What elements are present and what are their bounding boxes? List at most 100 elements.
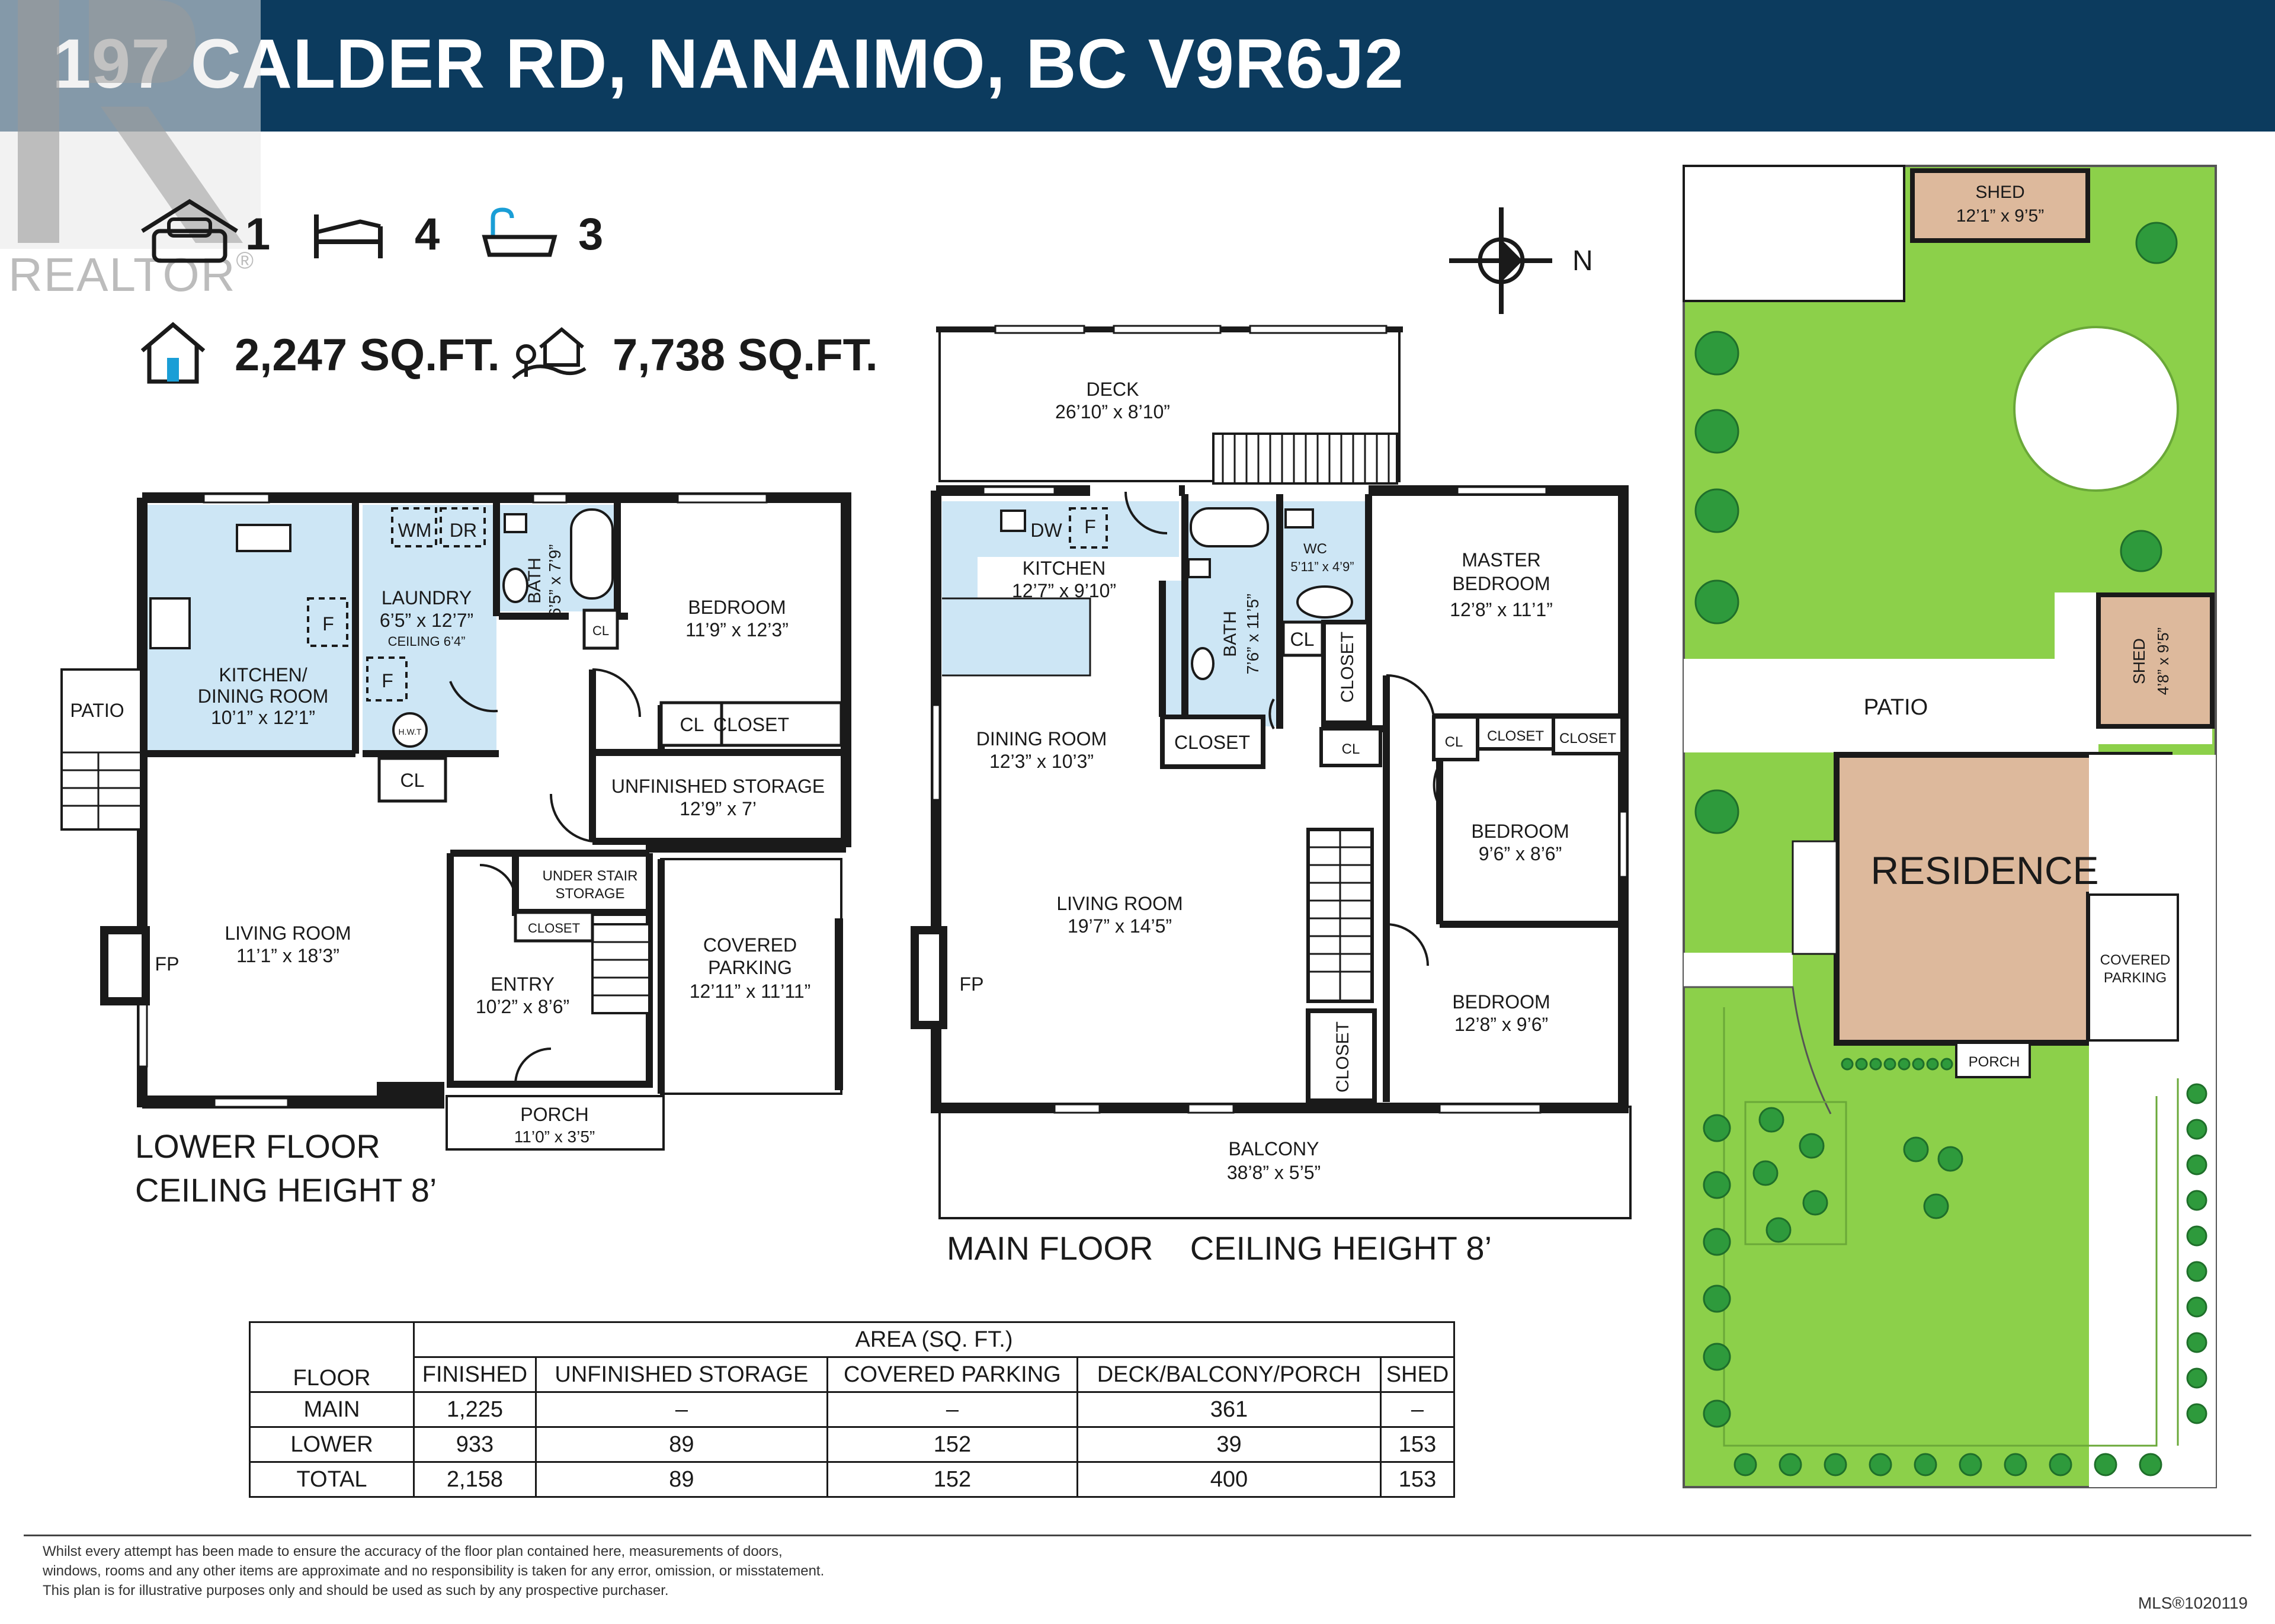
lot-icon bbox=[512, 327, 587, 380]
site-shed2-label: SHED bbox=[2130, 638, 2148, 684]
lower-freezer-label: F bbox=[382, 670, 393, 691]
lower-washer-label: WM bbox=[398, 520, 432, 541]
table-cell: LOWER bbox=[249, 1426, 415, 1463]
area-table-col-header: COVERED PARKING bbox=[826, 1356, 1078, 1393]
site-porch-label: PORCH bbox=[1969, 1054, 2020, 1070]
parking-count: 1 bbox=[245, 209, 271, 260]
bed-icon bbox=[314, 214, 383, 258]
lower-covered-label-2: PARKING bbox=[708, 957, 792, 978]
main-bath-dims: 7’6” x 11’5” bbox=[1244, 594, 1262, 674]
lower-living-label: LIVING ROOM bbox=[225, 922, 351, 944]
main-bedroom2-label: BEDROOM bbox=[1471, 821, 1569, 842]
main-dining-dims: 12’3” x 10’3” bbox=[989, 751, 1094, 772]
site-patio-label: PATIO bbox=[1864, 695, 1928, 720]
table-cell: 89 bbox=[534, 1426, 828, 1463]
main-living-label: LIVING ROOM bbox=[1056, 893, 1183, 914]
area-table-col-header: SHED bbox=[1380, 1356, 1455, 1393]
lower-laundry-label: LAUNDRY bbox=[382, 587, 472, 608]
table-row: MAIN 1,225 – – 361 – bbox=[249, 1391, 1455, 1428]
main-deck-dims: 26’10” x 8’10” bbox=[1055, 401, 1170, 422]
lower-patio-label: PATIO bbox=[70, 700, 124, 721]
lower-porch-dims: 11’0” x 3’5” bbox=[514, 1127, 595, 1146]
area-table-col-header: UNFINISHED STORAGE bbox=[534, 1356, 828, 1393]
lower-kitchen-dims: 10’1” x 12’1” bbox=[211, 707, 315, 728]
lower-fp-label: FP bbox=[155, 953, 180, 975]
lower-kitchen-label: KITCHEN/ bbox=[219, 664, 307, 686]
disclaimer-line: windows, rooms and any other items are a… bbox=[43, 1563, 825, 1579]
lower-bath-dims: 6’5” x 7’9” bbox=[546, 544, 564, 617]
table-cell: 89 bbox=[534, 1461, 828, 1498]
table-cell: 153 bbox=[1380, 1461, 1455, 1498]
main-bath-label: BATH bbox=[1220, 611, 1240, 657]
main-floor-plan: DECK 26’10” x 8’10” KITCHEN 12’7” x 9’10… bbox=[911, 325, 1632, 1219]
main-cl-label: CL bbox=[1290, 629, 1315, 650]
main-master-label-2: BEDROOM bbox=[1452, 573, 1550, 594]
table-cell: 39 bbox=[1076, 1426, 1382, 1463]
area-table-group-header: AREA (SQ. FT.) bbox=[413, 1321, 1455, 1358]
table-cell: TOTAL bbox=[249, 1461, 415, 1498]
lower-entry-dims: 10’2” x 8’6” bbox=[476, 996, 569, 1017]
realtor-logo bbox=[0, 0, 261, 249]
table-cell: 152 bbox=[826, 1461, 1078, 1498]
compass-north-label: N bbox=[1572, 245, 1593, 277]
lower-hwt-label: H.W.T bbox=[399, 727, 422, 736]
lower-covered-dims: 12’11” x 11’11” bbox=[690, 981, 811, 1002]
lower-dryer-label: DR bbox=[450, 520, 477, 541]
area-table-floor-header: FLOOR bbox=[249, 1321, 415, 1393]
header-bar bbox=[0, 0, 2275, 132]
house-icon bbox=[140, 322, 206, 384]
table-cell: 2,158 bbox=[413, 1461, 537, 1498]
site-covered-label: COVERED bbox=[2100, 952, 2171, 968]
table-cell: – bbox=[826, 1391, 1078, 1428]
main-balcony-dims: 38’8” x 5’5” bbox=[1227, 1162, 1321, 1183]
lower-laundry-ceiling: CEILING 6’4” bbox=[388, 634, 466, 649]
table-cell: 361 bbox=[1076, 1391, 1382, 1428]
main-closet-label-2: CLOSET bbox=[1487, 728, 1544, 744]
lower-bath-label: BATH bbox=[525, 558, 544, 604]
table-cell: 933 bbox=[413, 1426, 537, 1463]
lower-bedroom-dims: 11’9” x 12’3” bbox=[685, 619, 789, 640]
disclaimer-line: This plan is for illustrative purposes o… bbox=[43, 1583, 669, 1599]
main-fridge-label: F bbox=[1084, 516, 1096, 537]
area-table-col-header: DECK/BALCONY/PORCH bbox=[1076, 1356, 1382, 1393]
site-plan: SHED 12’1” x 9’5” PATIO RESIDENCE COVERE… bbox=[1683, 165, 2217, 1488]
lower-living-dims: 11’1” x 18’3” bbox=[236, 945, 339, 966]
lower-entry-label: ENTRY bbox=[491, 973, 555, 995]
main-closet-label: CLOSET bbox=[1174, 732, 1250, 753]
main-cl-label-2: CL bbox=[1342, 741, 1360, 757]
bedroom-count: 4 bbox=[415, 209, 440, 260]
lower-closet-label-2: CLOSET bbox=[528, 921, 580, 936]
table-cell: – bbox=[534, 1391, 828, 1428]
main-cl-label-3: CL bbox=[1445, 734, 1463, 750]
lower-porch-label: PORCH bbox=[520, 1104, 589, 1125]
area-table-col-header: FINISHED bbox=[413, 1356, 537, 1393]
main-dining-label: DINING ROOM bbox=[976, 728, 1107, 749]
main-fp-label: FP bbox=[960, 973, 984, 995]
main-bedroom2-dims: 9’6” x 8’6” bbox=[1479, 843, 1562, 864]
table-cell: 1,225 bbox=[413, 1391, 537, 1428]
bathroom-count: 3 bbox=[578, 209, 604, 260]
realtor-wordmark: REALTOR® bbox=[8, 248, 255, 301]
main-closet-label-4: CLOSET bbox=[1338, 632, 1357, 703]
main-dishwasher-label: DW bbox=[1030, 520, 1062, 541]
compass-icon: N bbox=[1449, 207, 1593, 314]
car-icon bbox=[141, 198, 238, 263]
lower-floor-ceiling: CEILING HEIGHT 8’ bbox=[135, 1171, 437, 1209]
main-master-dims: 12’8” x 11’1” bbox=[1450, 599, 1553, 620]
table-cell: – bbox=[1380, 1391, 1455, 1428]
lot-area: 7,738 SQ.FT. bbox=[613, 330, 878, 380]
lower-cl-label-2: CL bbox=[400, 770, 425, 791]
lower-understair-label: UNDER STAIR bbox=[543, 868, 638, 884]
footer-divider bbox=[24, 1535, 2251, 1536]
main-balcony-label: BALCONY bbox=[1229, 1138, 1319, 1159]
lower-storage-label: UNFINISHED STORAGE bbox=[611, 776, 825, 797]
site-shed-label: SHED bbox=[1975, 182, 2024, 202]
main-living-dims: 19’7” x 14’5” bbox=[1068, 915, 1172, 937]
lower-storage-dims: 12’9” x 7’ bbox=[680, 798, 757, 819]
lower-cl-label-3: CL bbox=[592, 623, 609, 638]
lower-floor-plan: KITCHEN/ DINING ROOM 10’1” x 12’1” LAUND… bbox=[60, 492, 851, 1151]
main-kitchen-dims: 12’7” x 9’10” bbox=[1012, 580, 1116, 601]
table-cell: 153 bbox=[1380, 1426, 1455, 1463]
lower-kitchen-label-2: DINING ROOM bbox=[198, 686, 328, 707]
